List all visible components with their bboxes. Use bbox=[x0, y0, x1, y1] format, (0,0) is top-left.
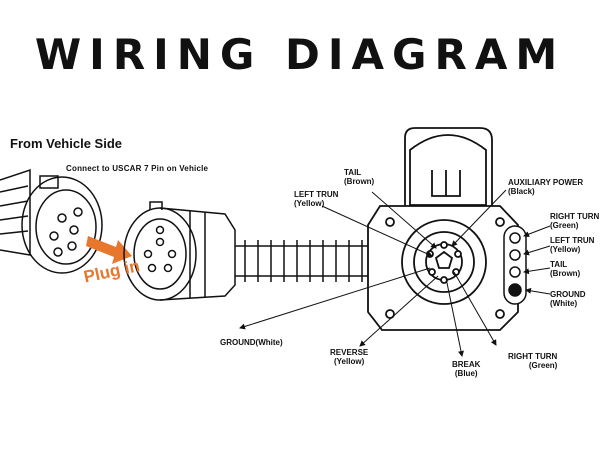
side-left-turn-name: LEFT TRUN bbox=[550, 236, 595, 245]
side-left-turn-label: LEFT TRUN (Yellow) bbox=[550, 236, 594, 254]
auxiliary-power-label: AUXILIARY POWER (Black) bbox=[508, 178, 583, 196]
tail-pin-color: (Brown) bbox=[344, 177, 375, 186]
trailer-plug bbox=[123, 201, 236, 301]
side-right-turn-label: RIGHT TURN (Green) bbox=[550, 212, 599, 230]
leader-lines bbox=[239, 189, 551, 357]
vehicle-side-heading: From Vehicle Side bbox=[10, 136, 122, 151]
side-tail-color: (Brown) bbox=[550, 269, 581, 278]
tail-pin-label: TAIL (Brown) bbox=[344, 168, 374, 186]
left-turn-pin-label: LEFT TRUN (Yellow) bbox=[294, 190, 338, 208]
auxiliary-power-name: AUXILIARY POWER bbox=[508, 178, 584, 187]
page-title: WIRING DIAGRAM bbox=[34, 30, 566, 79]
right-turn-pin-color: (Green) bbox=[528, 361, 558, 370]
reverse-pin-color: (Yellow) bbox=[334, 357, 365, 366]
side-tail-label: TAIL (Brown) bbox=[550, 260, 580, 278]
brake-pin-color: (Blue) bbox=[454, 369, 478, 378]
left-turn-pin-name: LEFT TRUN bbox=[294, 190, 339, 199]
side-left-turn-color: (Yellow) bbox=[550, 245, 581, 254]
side-tail-name: TAIL bbox=[550, 260, 568, 269]
side-terminal-strip bbox=[503, 225, 527, 305]
ground-pin-label: GROUND(White) bbox=[220, 338, 283, 347]
brake-pin-name: BREAK bbox=[452, 360, 481, 369]
vehicle-side-instruction: Connect to USCAR 7 Pin on Vehicle bbox=[66, 164, 209, 173]
brake-pin-label: BREAK (Blue) bbox=[452, 360, 480, 378]
corrugated-cable bbox=[235, 240, 385, 282]
reverse-pin-name: REVERSE bbox=[330, 348, 369, 357]
trailer-socket bbox=[367, 127, 519, 331]
right-turn-pin-label: RIGHT TURN (Green) bbox=[508, 352, 557, 370]
tail-pin-name: TAIL bbox=[344, 168, 362, 177]
plug-in-arrow bbox=[86, 236, 132, 264]
left-turn-pin-color: (Yellow) bbox=[294, 199, 325, 208]
vehicle-connector bbox=[0, 168, 103, 274]
side-ground-color: (White) bbox=[550, 299, 578, 308]
side-right-turn-name: RIGHT TURN bbox=[550, 212, 600, 221]
auxiliary-power-color: (Black) bbox=[508, 187, 535, 196]
side-right-turn-color: (Green) bbox=[550, 221, 579, 230]
side-ground-name: GROUND bbox=[550, 290, 586, 299]
side-ground-label: GROUND (White) bbox=[550, 290, 586, 308]
right-turn-pin-name: RIGHT TURN bbox=[508, 352, 558, 361]
reverse-pin-label: REVERSE (Yellow) bbox=[330, 348, 368, 366]
ground-pin-name: GROUND(White) bbox=[220, 338, 283, 347]
